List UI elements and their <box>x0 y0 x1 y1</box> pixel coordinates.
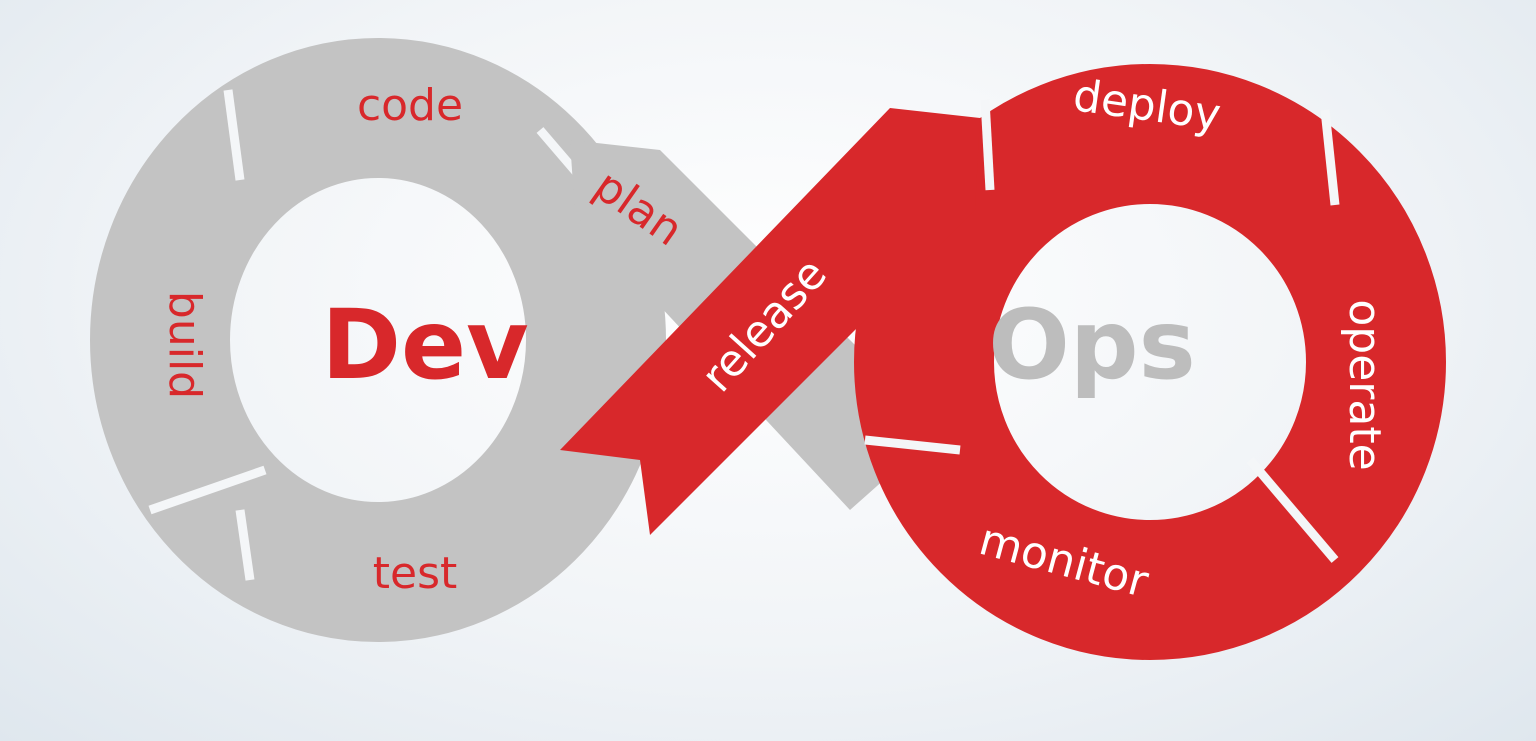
dev-loop <box>90 38 666 642</box>
stage-build: build <box>159 291 210 399</box>
stage-code: code <box>357 80 463 131</box>
stage-operate: operate <box>1339 299 1390 470</box>
dev-title: Dev <box>321 289 528 401</box>
stage-test: test <box>373 548 458 599</box>
ops-loop-dividers <box>864 99 1340 563</box>
ops-title: Ops <box>988 289 1195 401</box>
ops-loop <box>854 64 1446 660</box>
ops-crossing-band <box>560 108 980 535</box>
